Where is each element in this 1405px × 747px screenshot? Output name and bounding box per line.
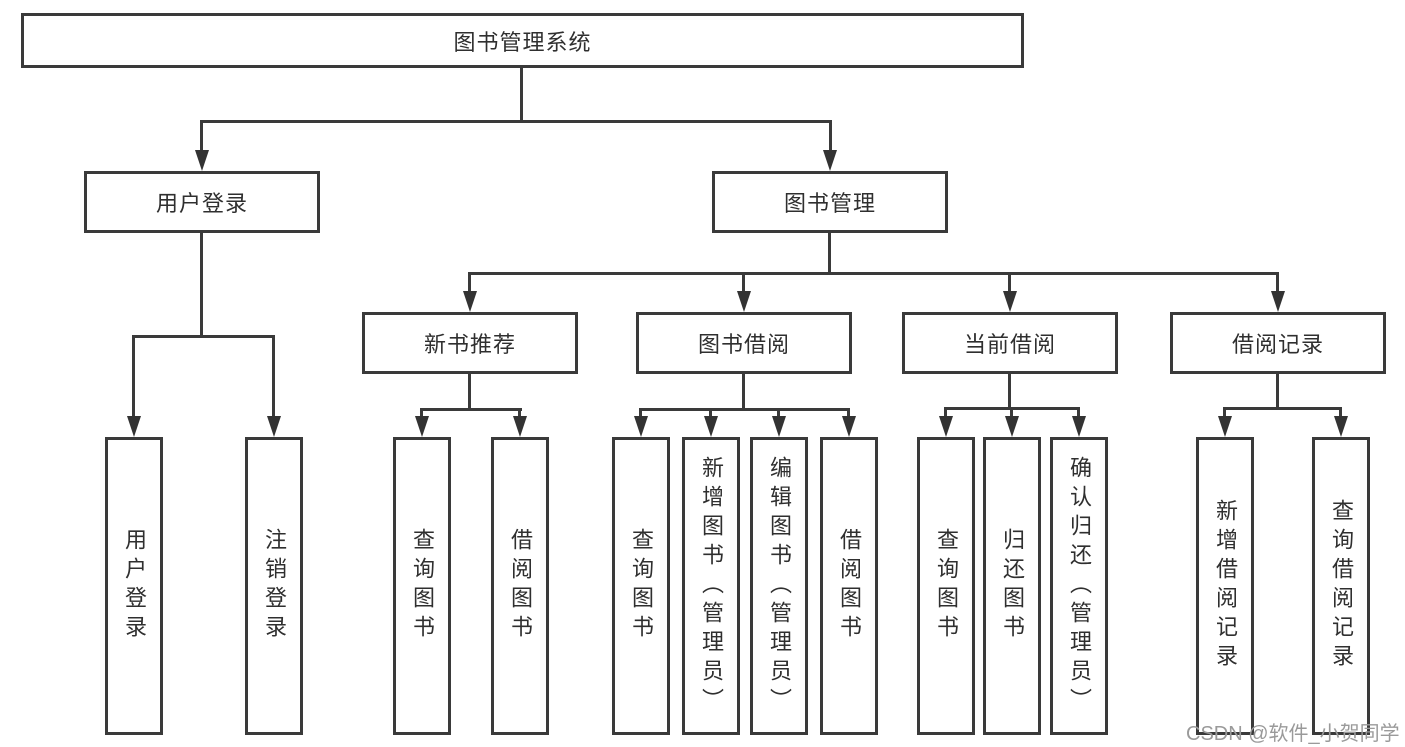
node-leaf-confirm-return-admin: 确认归还（管理员） (1050, 437, 1108, 735)
connector-current-borrowing-stem (1008, 374, 1011, 407)
node-leaf-logout: 注销登录 (245, 437, 303, 735)
node-leaf-borrow-books-label: 借阅图书 (837, 528, 862, 644)
node-leaf-confirm-return-admin-label: 确认归还（管理员） (1067, 455, 1092, 717)
node-leaf-add-borrow-record-label: 新增借阅记录 (1213, 499, 1238, 673)
node-book-borrowing: 图书借阅 (636, 312, 852, 374)
connector-borrow-records-stem (1276, 374, 1279, 407)
arrow-down-icon (415, 416, 429, 437)
arrow-down-icon (513, 416, 527, 437)
node-leaf-query-books-current: 查询图书 (917, 437, 975, 735)
arrow-down-icon (195, 150, 209, 171)
connector-to-new-book-recommend (468, 272, 471, 292)
arrow-down-icon (1271, 291, 1285, 312)
node-current-borrowing-label: 当前借阅 (963, 332, 1056, 357)
node-leaf-borrow-books: 借阅图书 (820, 437, 878, 735)
node-leaf-add-book-admin-label: 新增图书（管理员） (699, 455, 724, 717)
node-leaf-add-book-admin: 新增图书（管理员） (682, 437, 740, 735)
node-leaf-query-books-borrowing-label: 查询图书 (629, 528, 654, 644)
connector-to-leaf-logout (272, 335, 275, 417)
connector-leaf-stem (847, 408, 850, 418)
connector-new-book-recommend-stem (468, 374, 471, 408)
arrow-down-icon (823, 150, 837, 171)
connector-user-login-hbar (132, 335, 275, 338)
connector-user-login-stem (200, 233, 203, 335)
node-leaf-borrow-books-recommend-label: 借阅图书 (508, 528, 533, 644)
node-borrow-records: 借阅记录 (1170, 312, 1386, 374)
arrow-down-icon (1003, 291, 1017, 312)
arrow-down-icon (463, 291, 477, 312)
connector-leaf-stem (1223, 407, 1226, 418)
node-new-book-recommend: 新书推荐 (362, 312, 578, 374)
node-leaf-return-book-label: 归还图书 (1000, 528, 1025, 644)
connector-leaf-stem (1077, 407, 1080, 418)
node-leaf-add-borrow-record: 新增借阅记录 (1196, 437, 1254, 735)
arrow-down-icon (737, 291, 751, 312)
arrow-down-icon (1218, 416, 1232, 437)
arrow-down-icon (1005, 416, 1019, 437)
arrow-down-icon (1072, 416, 1086, 437)
node-leaf-query-books-recommend: 查询图书 (393, 437, 451, 735)
connector-root-stem (520, 68, 523, 120)
connector-to-user-login (200, 120, 203, 152)
node-leaf-edit-book-admin-label: 编辑图书（管理员） (767, 455, 792, 717)
connector-to-current-borrowing (1008, 272, 1011, 292)
connector-borrow-records-hbar (1223, 407, 1342, 410)
node-current-borrowing: 当前借阅 (902, 312, 1118, 374)
node-root: 图书管理系统 (21, 13, 1024, 68)
node-user-login-label: 用户登录 (155, 191, 248, 216)
node-borrow-records-label: 借阅记录 (1231, 332, 1324, 357)
node-leaf-user-login-label: 用户登录 (122, 528, 147, 644)
arrow-down-icon (939, 416, 953, 437)
arrow-down-icon (267, 416, 281, 437)
connector-root-hbar (200, 120, 832, 123)
connector-book-management-stem (828, 233, 831, 272)
watermark: CSDN @软件_小贺同学 (1186, 723, 1400, 745)
connector-book-borrowing-hbar (639, 408, 850, 411)
node-root-label: 图书管理系统 (453, 29, 592, 55)
node-leaf-query-borrow-record-label: 查询借阅记录 (1329, 499, 1354, 673)
connector-leaf-stem (1010, 407, 1013, 418)
node-leaf-user-login: 用户登录 (105, 437, 163, 735)
node-leaf-return-book: 归还图书 (983, 437, 1041, 735)
connector-book-borrowing-stem (742, 374, 745, 408)
connector-book-management-hbar (468, 272, 1279, 275)
node-user-login: 用户登录 (84, 171, 320, 233)
node-leaf-logout-label: 注销登录 (262, 528, 287, 644)
node-leaf-query-borrow-record: 查询借阅记录 (1312, 437, 1370, 735)
arrow-down-icon (634, 416, 648, 437)
arrow-down-icon (772, 416, 786, 437)
connector-to-borrow-records (1276, 272, 1279, 292)
connector-leaf-stem (518, 408, 521, 418)
connector-leaf-stem (777, 408, 780, 418)
node-leaf-query-books-recommend-label: 查询图书 (410, 528, 435, 644)
node-book-borrowing-label: 图书借阅 (697, 332, 790, 357)
connector-leaf-stem (420, 408, 423, 418)
connector-leaf-stem (709, 408, 712, 418)
arrow-down-icon (1334, 416, 1348, 437)
node-leaf-query-books-current-label: 查询图书 (934, 528, 959, 644)
connector-new-book-recommend-hbar (420, 408, 522, 411)
connector-leaf-stem (1339, 407, 1342, 418)
node-new-book-recommend-label: 新书推荐 (423, 332, 516, 357)
arrow-down-icon (704, 416, 718, 437)
connector-leaf-stem (944, 407, 947, 418)
node-leaf-query-books-borrowing: 查询图书 (612, 437, 670, 735)
arrow-down-icon (842, 416, 856, 437)
node-book-management-label: 图书管理 (783, 191, 876, 216)
node-book-management: 图书管理 (712, 171, 948, 233)
node-leaf-borrow-books-recommend: 借阅图书 (491, 437, 549, 735)
arrow-down-icon (127, 416, 141, 437)
connector-to-leaf-user-login (132, 335, 135, 417)
connector-leaf-stem (639, 408, 642, 418)
connector-to-book-borrowing (742, 272, 745, 292)
node-leaf-edit-book-admin: 编辑图书（管理员） (750, 437, 808, 735)
connector-to-book-management (829, 120, 832, 152)
